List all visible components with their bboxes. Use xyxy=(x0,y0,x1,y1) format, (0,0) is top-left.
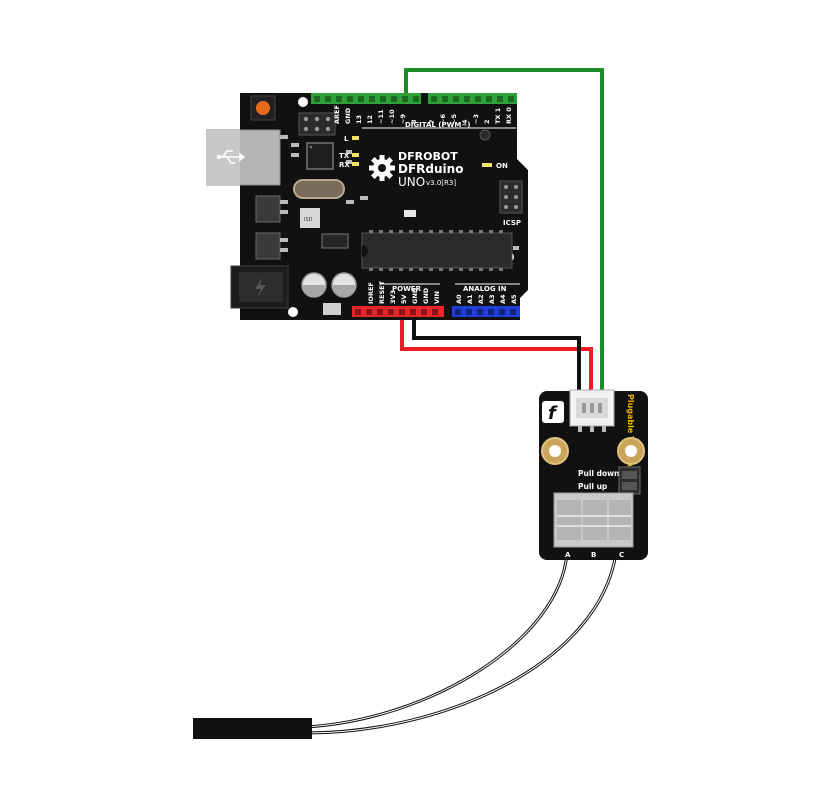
pin-label: A0 xyxy=(455,294,463,304)
pin-label: A3 xyxy=(488,294,496,304)
pin-label: 3V3 xyxy=(389,290,397,304)
pull-down-label: Pull down xyxy=(578,469,619,478)
pin-label: GND xyxy=(411,287,419,304)
power-label: POWER xyxy=(392,285,422,293)
led-tx xyxy=(352,153,359,157)
regulator xyxy=(255,232,281,260)
arduino-board: ISD DFROBOT DF xyxy=(206,93,528,320)
digital-pin-labels: AREF GND 13 12 ~11 ~10 ~9 8 7 ~6 ~5 4 ~3… xyxy=(333,105,513,124)
pin-label: GND xyxy=(344,107,352,124)
pull-up-label: Pull up xyxy=(578,482,608,491)
pin-label: ~9 xyxy=(399,114,407,124)
led-on-label: ON xyxy=(496,162,508,170)
terminal-c-label: C xyxy=(619,551,624,559)
terminal-module: f Plugable Terminal V2 Pull down Pull up xyxy=(539,389,648,560)
usb-icon xyxy=(216,150,246,164)
led-rx-label: RX xyxy=(339,161,350,169)
regulator-text: ISD xyxy=(304,217,313,223)
pin-label: 7 xyxy=(428,119,436,124)
pin-label: 4 xyxy=(461,119,469,124)
lightning-icon xyxy=(255,277,266,298)
dfrobot-f-logo-icon: f xyxy=(548,403,558,424)
digital-header-label: DIGITAL (PWM~) xyxy=(405,121,470,129)
analog-header xyxy=(452,306,520,317)
crystal xyxy=(293,179,345,199)
pin-label: 2 xyxy=(483,119,491,124)
mounting-hole xyxy=(479,129,491,141)
pin-label: IOREF xyxy=(367,282,375,304)
signal-wire xyxy=(404,68,604,395)
pin-label: TX 1 xyxy=(494,107,502,124)
pin-label: A2 xyxy=(477,294,485,304)
analog-label: ANALOG IN xyxy=(463,285,507,293)
pin-label: ~6 xyxy=(439,114,447,124)
mounting-hole xyxy=(288,307,298,317)
terminal-b-label: B xyxy=(591,551,596,559)
analog-pin-labels: A0 A1 A2 A3 A4 A5 xyxy=(455,294,518,304)
small-ic xyxy=(300,208,320,228)
pin-label: ~3 xyxy=(472,114,480,124)
icsp-header xyxy=(499,180,523,214)
model-name: DFRduino xyxy=(398,162,463,176)
pin-label: A5 xyxy=(510,294,518,304)
power-wire xyxy=(400,312,593,395)
op-amp xyxy=(321,233,349,249)
led-l-label: L xyxy=(344,135,349,143)
led-l xyxy=(352,136,359,140)
led-on xyxy=(482,163,492,167)
pin-label: AREF xyxy=(333,105,341,124)
atmega-pins xyxy=(369,230,503,271)
pin-label: 13 xyxy=(355,115,363,124)
icsp-header-usb xyxy=(298,112,336,136)
pin-label: ~5 xyxy=(450,114,458,124)
brand-name: DFROBOT xyxy=(398,150,458,163)
pin-label: 12 xyxy=(366,115,374,124)
mounting-hole xyxy=(298,97,308,107)
power-header xyxy=(352,306,444,317)
pin-label: ~11 xyxy=(377,109,385,124)
led-rx xyxy=(352,162,359,166)
pin-label: 8 xyxy=(410,119,418,124)
reset-button-cap xyxy=(256,101,270,115)
pin-label: 5V xyxy=(400,294,408,304)
digital-header xyxy=(311,93,517,104)
pin-label: RESET xyxy=(378,280,386,304)
sensor-lead-2-core xyxy=(304,552,617,734)
ground-wire xyxy=(412,312,581,395)
screw-terminal xyxy=(553,492,634,548)
pin-label: RX 0 xyxy=(505,107,513,124)
pin-label: VIN xyxy=(433,291,441,304)
dfrobot-gear-icon xyxy=(369,155,395,181)
sensor-probe xyxy=(193,718,312,739)
pin-label: ~10 xyxy=(388,109,396,124)
logo-badge xyxy=(542,401,564,423)
version-text: v3.0[R3] xyxy=(426,179,456,187)
wires xyxy=(304,68,618,735)
power-pin-labels: IOREF RESET 3V3 5V GND GND VIN xyxy=(367,280,441,304)
pin-label: A4 xyxy=(499,294,507,304)
pin-label: A1 xyxy=(466,294,474,304)
pin-label: GND xyxy=(422,287,430,304)
regulator xyxy=(255,195,281,223)
sensor-lead-2 xyxy=(304,552,618,735)
sensor-lead-1-core xyxy=(304,552,568,728)
icsp-label: ICSP xyxy=(503,219,521,227)
led-tx-label: TX xyxy=(339,152,350,160)
atmega-chip xyxy=(361,232,513,269)
sensor-lead-1 xyxy=(304,552,569,729)
variant-name: UNO xyxy=(398,175,425,189)
terminal-a-label: A xyxy=(565,551,571,559)
